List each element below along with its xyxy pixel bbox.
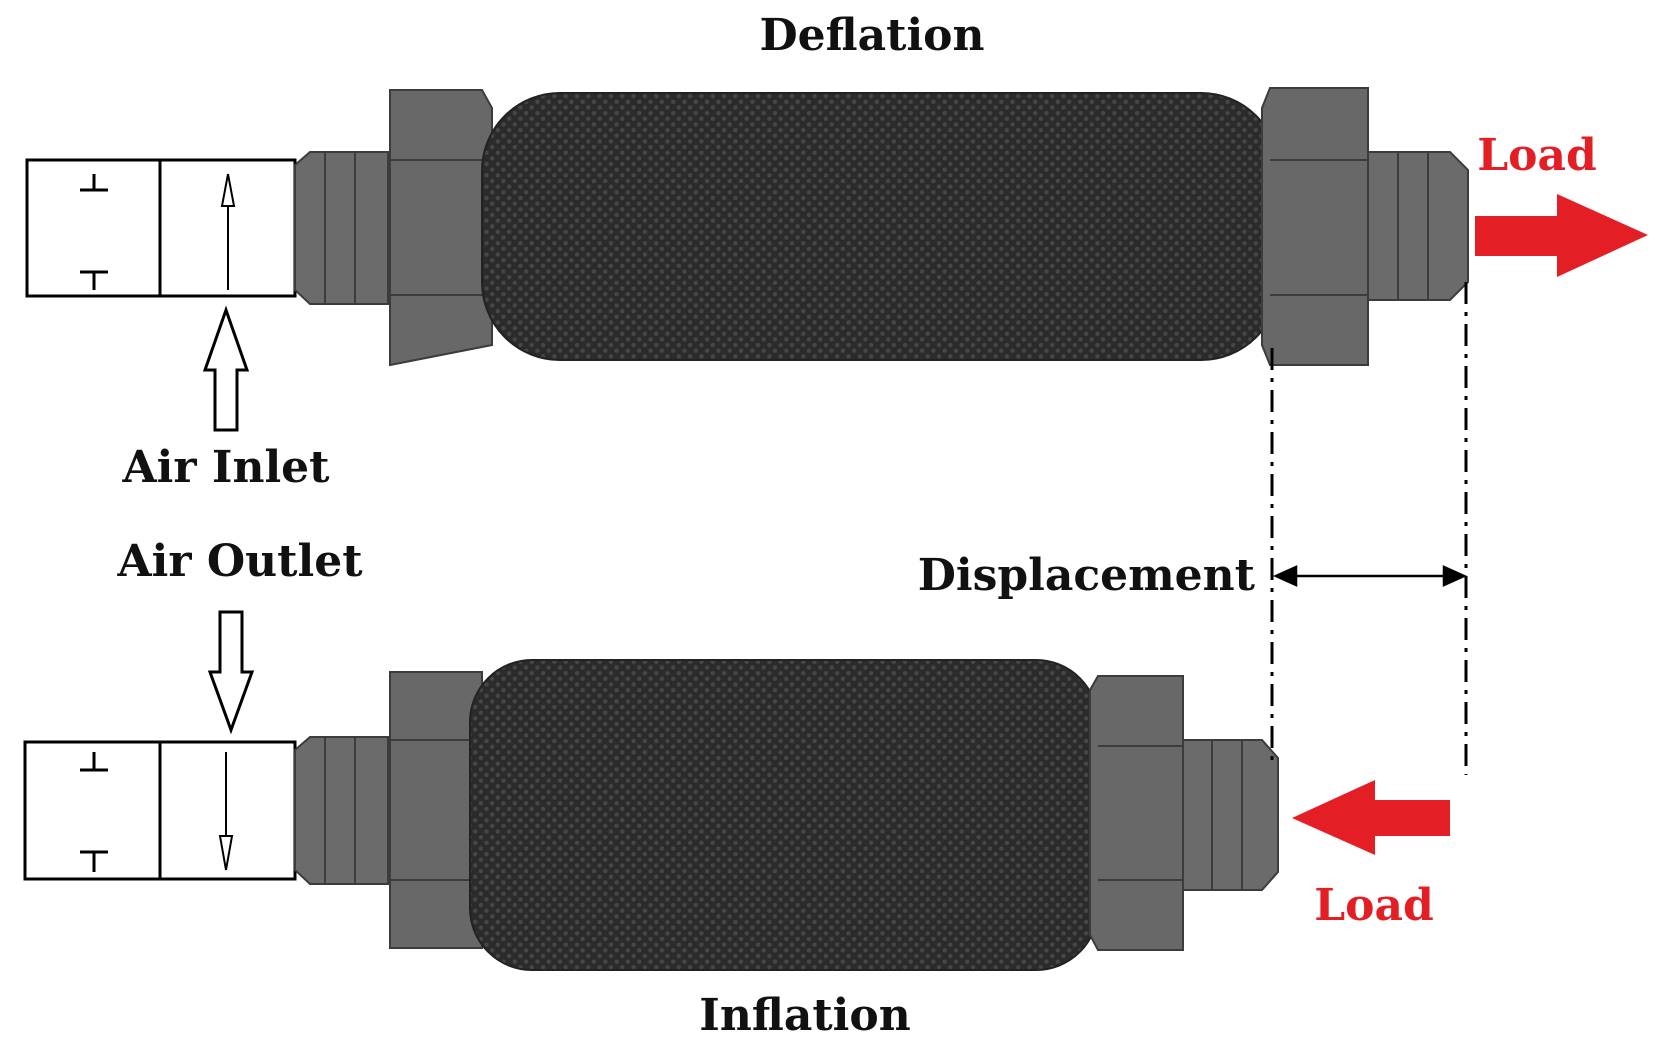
inflation-title: Inflation: [699, 990, 910, 1041]
bottom-load-label: Load: [1314, 880, 1434, 931]
top-load-label: Load: [1477, 130, 1597, 181]
deflation-title: Deflation: [759, 10, 984, 61]
top-left-fitting: [294, 89, 493, 367]
air-inlet-arrow: [202, 305, 250, 432]
top-braided-bladder: [481, 92, 1280, 361]
air-outlet-arrow: [207, 610, 255, 735]
top-load-arrow: [1475, 194, 1648, 277]
displacement-dimension-arrow: [1272, 565, 1468, 587]
displacement-label: Displacement: [918, 550, 1256, 601]
top-right-fitting: [1261, 87, 1469, 366]
air-outlet-label: Air Outlet: [116, 536, 363, 587]
bottom-braided-bladder: [469, 659, 1099, 971]
bottom-left-fitting: [294, 671, 483, 949]
inlet-valve-symbol: [25, 158, 297, 298]
bottom-right-fitting: [1089, 675, 1279, 951]
air-inlet-label: Air Inlet: [122, 442, 331, 493]
displacement-guides: [1270, 282, 1468, 775]
outlet-valve-symbol: [23, 740, 297, 881]
bottom-load-arrow: [1292, 780, 1450, 855]
